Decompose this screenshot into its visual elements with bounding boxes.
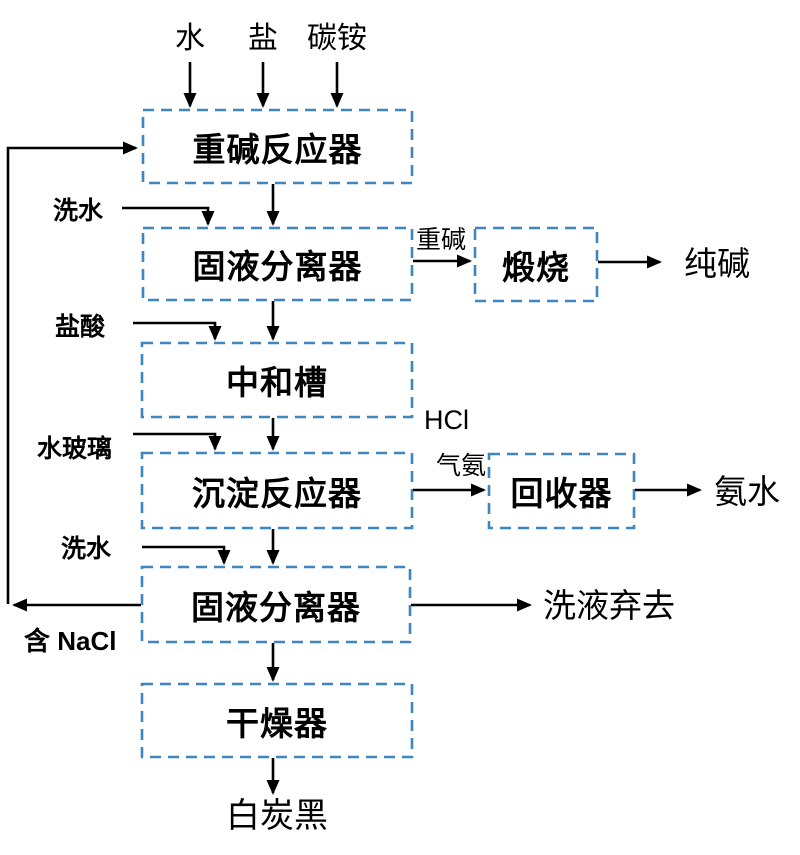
output-ammonia-water: 氨水 bbox=[714, 473, 780, 510]
side-input-wash-water-1: 洗水 bbox=[53, 197, 104, 225]
top-input-water: 水 bbox=[175, 22, 205, 55]
box-solid-liquid-separator-1: 固液分离器 bbox=[192, 248, 363, 285]
arrow-water-glass-in bbox=[133, 432, 222, 451]
box-calcination-outline bbox=[473, 226, 599, 303]
stream-label-ammonia-gas: 气氨 bbox=[436, 452, 487, 480]
output-wash-discard: 洗液弃去 bbox=[543, 587, 675, 624]
arrow-wash-water-1-in bbox=[122, 206, 215, 226]
process-box-outlines bbox=[140, 108, 636, 759]
top-input-ammonium-bicarbonate: 碳铵 bbox=[307, 22, 367, 55]
top-input-salt: 盐 bbox=[248, 22, 278, 55]
output-white-carbon-black: 白炭黑 bbox=[226, 797, 328, 835]
stream-label-hcl: HCl bbox=[424, 405, 469, 435]
side-input-hydrochloric-acid: 盐酸 bbox=[55, 313, 106, 341]
box-precipitation-reactor: 沉淀反应器 bbox=[192, 474, 362, 512]
box-recovery-unit: 回收器 bbox=[510, 475, 613, 512]
box-neutralization-tank-outline bbox=[140, 341, 414, 419]
arrow-wash-water-2-in bbox=[142, 545, 231, 565]
box-dryer: 干燥器 bbox=[226, 704, 328, 742]
side-input-wash-water-2: 洗水 bbox=[61, 535, 112, 563]
arrow-hydrochloric-acid-in bbox=[133, 321, 222, 341]
box-precipitation-reactor-outline bbox=[140, 451, 414, 530]
box-calcination: 煅烧 bbox=[502, 248, 570, 286]
box-recovery-unit-outline bbox=[487, 452, 636, 530]
stream-label-heavy-alkali: 重碱 bbox=[416, 226, 467, 254]
output-soda-ash: 纯碱 bbox=[684, 245, 750, 282]
box-neutralization-tank: 中和槽 bbox=[226, 364, 328, 401]
box-solid-liquid-separator-1-outline bbox=[141, 226, 414, 302]
box-solid-liquid-separator-2: 固液分离器 bbox=[191, 588, 361, 626]
box-solid-liquid-separator-2-outline bbox=[140, 565, 412, 644]
flow-arrows bbox=[6, 62, 702, 795]
arrow-recycle-to-reactor bbox=[6, 141, 138, 604]
box-heavy-alkali-reactor-outline bbox=[141, 108, 414, 185]
side-input-water-glass: 水玻璃 bbox=[37, 435, 113, 463]
box-dryer-outline bbox=[140, 682, 414, 759]
box-heavy-alkali-reactor: 重碱反应器 bbox=[192, 130, 363, 168]
stream-label-contains-nacl: 含 NaCl bbox=[24, 626, 117, 656]
